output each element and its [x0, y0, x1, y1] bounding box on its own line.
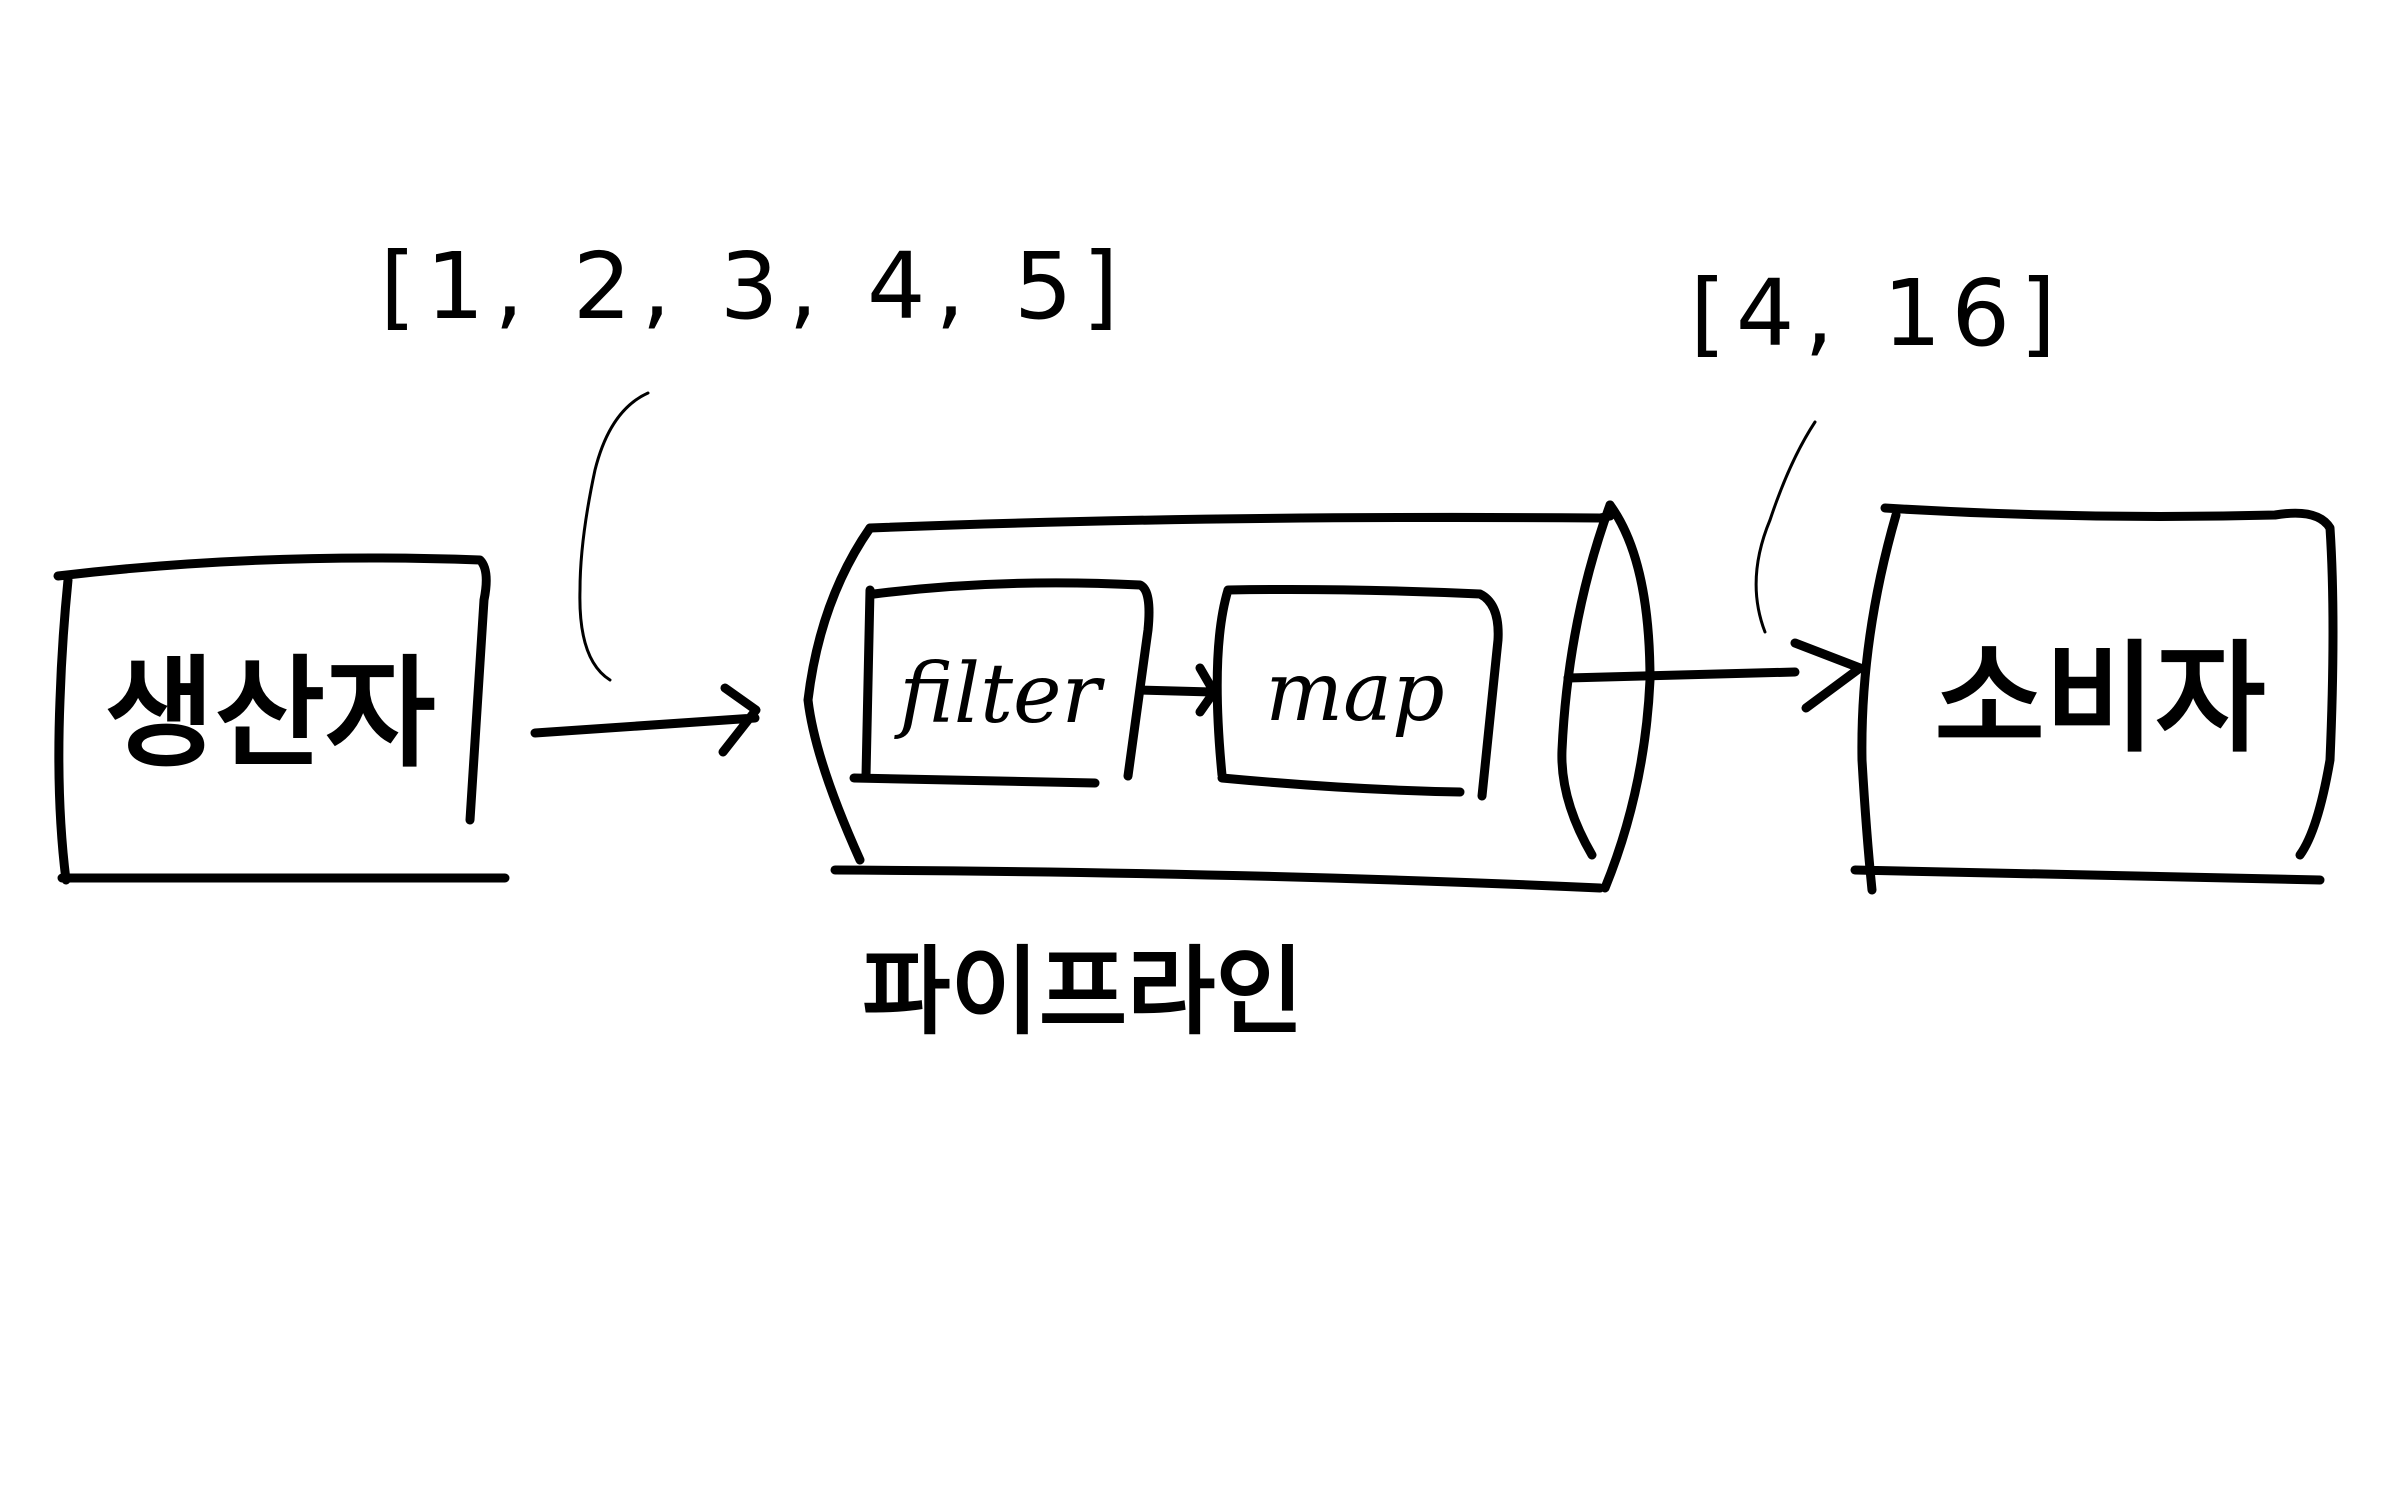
arrow-pipeline-to-consumer	[1563, 638, 1865, 713]
output-data-label: [4, 16]	[1690, 260, 2066, 367]
consumer-label: 소비자	[1934, 630, 2265, 769]
input-annotation: [1, 2, 3, 4, 5]	[380, 233, 1128, 682]
arrow-filter-to-map	[1135, 663, 1219, 717]
pipeline-label: 파이프라인	[862, 936, 1304, 1048]
arrow-producer-to-pipeline	[530, 683, 761, 757]
consumer-node: 소비자	[1850, 503, 2338, 895]
producer-label: 생산자	[104, 645, 435, 784]
filter-node: filter	[849, 578, 1154, 788]
producer-node: 생산자	[53, 553, 510, 885]
map-node: map	[1212, 585, 1503, 801]
output-annotation: [4, 16]	[1690, 260, 2066, 634]
filter-label: filter	[893, 647, 1105, 742]
pipeline-node	[803, 500, 1655, 893]
input-data-label: [1, 2, 3, 4, 5]	[380, 233, 1128, 340]
map-label: map	[1265, 645, 1444, 740]
